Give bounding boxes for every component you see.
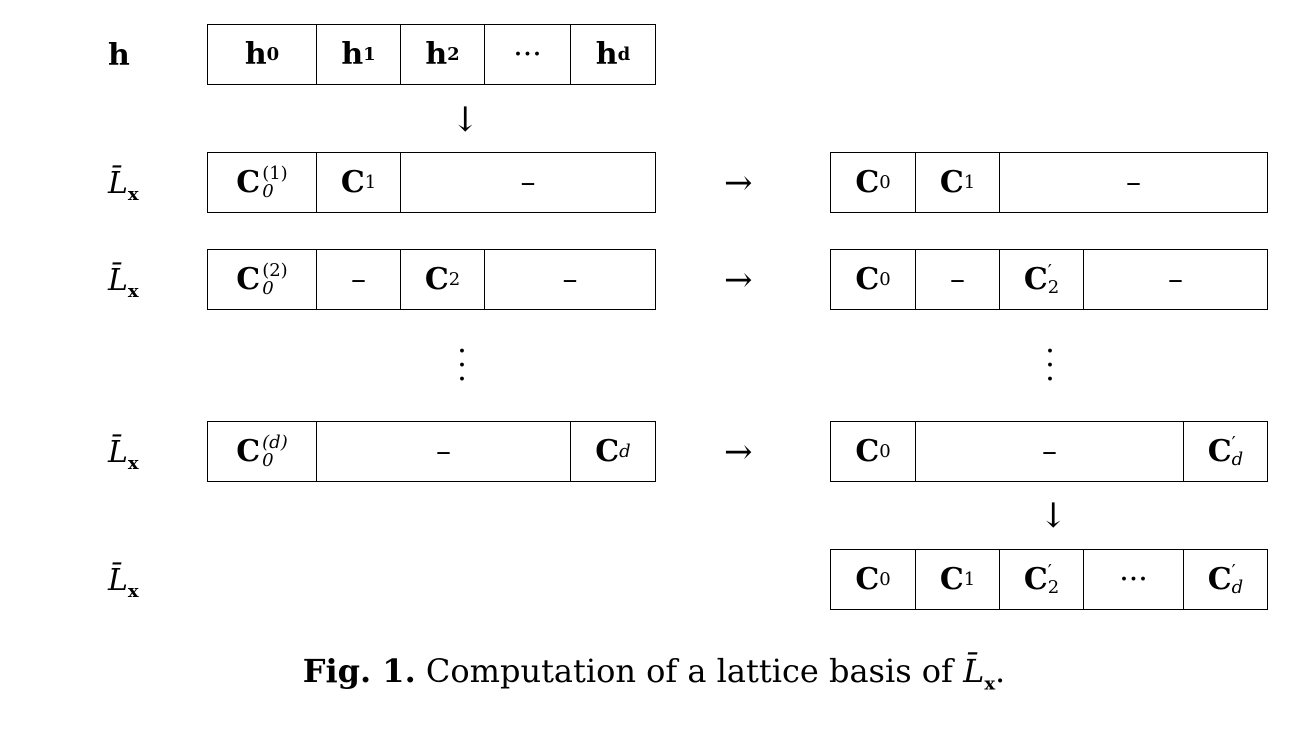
caption-symbol: L̄ [963, 652, 985, 690]
right-arrow-icon-1: → [724, 163, 753, 203]
final-cell-cdprime: C′d [1207, 560, 1244, 598]
down-arrow-icon-2: ↓ [1039, 496, 1068, 536]
row-label-h: h [108, 38, 130, 73]
left-row-2-c0: C(2)0 [208, 250, 317, 309]
row-label-lx-4: L̄x [108, 563, 139, 602]
right-row-2-empty-b: – [1168, 262, 1183, 297]
caption-prefix: Fig. 1. [302, 652, 416, 690]
left-row-3-empty: – [317, 422, 571, 481]
h-cell-dots: ··· [485, 25, 571, 84]
left-vdots: ··· [457, 334, 467, 397]
left-row-1-empty: – [520, 165, 536, 200]
final-cell-c2prime: C′2 [1000, 550, 1084, 609]
left-row-2-empty-b: – [562, 262, 578, 297]
right-row-2-c2prime: C′2 [1000, 250, 1084, 309]
row-label-lx-2: L̄x [108, 263, 139, 302]
right-row-1-empty: – [1126, 165, 1141, 200]
figure-caption: Fig. 1. Computation of a lattice basis o… [302, 652, 1006, 695]
down-arrow-icon: ↓ [451, 100, 480, 140]
caption-text: Computation of a lattice basis of [425, 652, 953, 690]
left-row-2-empty-a: – [317, 250, 401, 309]
final-cell-dots: ··· [1084, 550, 1184, 609]
right-arrow-icon-2: → [724, 260, 753, 300]
right-row-3-cdprime: C′d [1207, 432, 1244, 470]
right-vdots: ··· [1045, 334, 1055, 397]
right-arrow-icon-3: → [724, 432, 753, 472]
right-row-3-empty: – [916, 422, 1184, 481]
row-label-lx-1: L̄x [108, 166, 139, 205]
left-row-3-c0: C(d)0 [208, 422, 317, 481]
left-row-1-c0: C(1)0 [208, 153, 317, 212]
row-label-lx-3: L̄x [108, 435, 139, 474]
right-row-2-empty-a: – [916, 250, 1000, 309]
